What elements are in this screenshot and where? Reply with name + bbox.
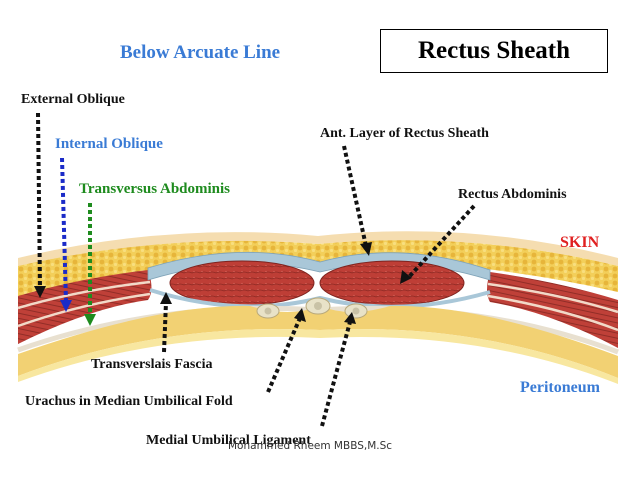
label-transversalis-fascia: Transverslais Fascia — [91, 357, 213, 372]
external-oblique-pointer — [36, 112, 42, 289]
subtitle-below-arcuate: Below Arcuate Line — [120, 42, 281, 63]
label-medial-umbilical-ligament: Medial Umbilical Ligament — [146, 433, 311, 448]
right-rectus-abdominis — [319, 260, 465, 306]
skin-layer — [18, 231, 618, 268]
page-title: Rectus Sheath — [417, 37, 571, 64]
rectus-pointer — [406, 204, 476, 280]
label-external-oblique: External Oblique — [21, 92, 125, 107]
title-box: Rectus Sheath — [380, 29, 608, 73]
subcutaneous-fat — [18, 240, 618, 300]
medial-umbilical-pointer — [320, 321, 352, 427]
umbilical-folds — [256, 297, 368, 319]
peritoneum-layer — [18, 328, 618, 384]
label-internal-oblique: Internal Oblique — [55, 136, 163, 152]
label-rectus-abdominis: Rectus Abdominis — [458, 187, 567, 202]
label-transversus-abdominis: Transversus Abdominis — [79, 181, 231, 197]
left-rectus-abdominis — [169, 260, 315, 306]
internal-oblique-pointer — [60, 157, 68, 303]
label-urachus: Urachus in Median Umbilical Fold — [25, 394, 233, 409]
author-credit: Mohammed Rheem MBBS,M.Sc — [228, 440, 393, 452]
ant-layer-pointer — [342, 145, 368, 247]
transversalis-pointer — [162, 301, 168, 353]
extraperitoneal-fat — [18, 305, 618, 378]
label-ant-layer-rectus-sheath: Ant. Layer of Rectus Sheath — [320, 126, 489, 141]
label-skin: SKIN — [560, 234, 600, 251]
label-peritoneum: Peritoneum — [520, 379, 600, 396]
